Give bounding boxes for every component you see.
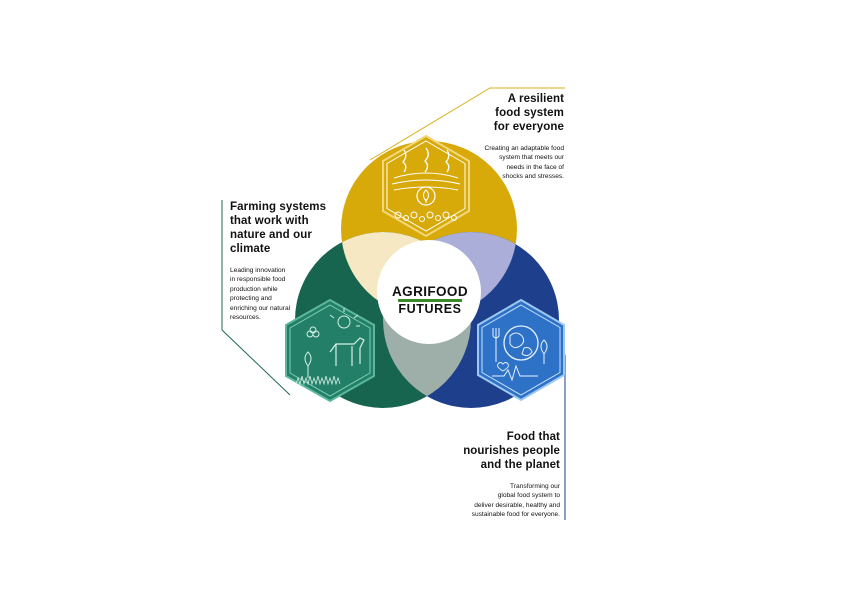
resilience-icon xyxy=(382,134,470,238)
leader-line-farming xyxy=(221,200,291,396)
heading-line: and the planet xyxy=(480,459,560,471)
body-line: protecting and xyxy=(230,295,272,303)
body-line: global food system to xyxy=(497,492,560,500)
nature-farming-icon xyxy=(285,298,375,403)
heading-line: nourishes people xyxy=(463,445,560,457)
section-nourish-body: Transforming our global food system to d… xyxy=(444,482,560,520)
leader-line-resilient xyxy=(369,87,565,161)
center-logo-line1: AGRIFOOD xyxy=(392,284,468,299)
section-resilient: A resilient food system for everyone Cre… xyxy=(460,92,564,182)
center-logo: AGRIFOOD FUTURES xyxy=(380,284,480,317)
body-line: needs in the face of xyxy=(506,163,564,171)
center-logo-line2: FUTURES xyxy=(398,302,462,316)
section-resilient-heading: A resilient food system for everyone xyxy=(460,92,564,134)
body-line: system that meets our xyxy=(499,154,564,162)
heading-line: A resilient xyxy=(507,93,564,105)
body-line: shocks and stresses. xyxy=(502,173,564,181)
body-line: enriching our natural xyxy=(230,304,291,312)
heading-line: Food that xyxy=(506,431,560,443)
body-line: sustainable food for everyone. xyxy=(471,511,560,519)
section-farming-body: Leading innovation in responsible food p… xyxy=(230,266,330,322)
heading-line: nature and our xyxy=(230,229,312,241)
body-line: resources. xyxy=(230,314,261,322)
center-disc xyxy=(377,240,481,344)
body-line: production while xyxy=(230,285,278,293)
body-line: Creating an adaptable food xyxy=(484,145,564,152)
section-farming: Farming systems that work with nature an… xyxy=(230,200,330,322)
section-nourish-heading: Food that nourishes people and the plane… xyxy=(444,430,560,472)
body-line: Transforming our xyxy=(510,483,560,490)
heading-line: Farming systems xyxy=(230,201,327,213)
section-resilient-body: Creating an adaptable food system that m… xyxy=(460,144,564,182)
heading-line: food system xyxy=(495,107,564,119)
heading-line: climate xyxy=(230,243,271,255)
section-nourish: Food that nourishes people and the plane… xyxy=(444,430,560,520)
section-farming-heading: Farming systems that work with nature an… xyxy=(230,200,330,256)
heading-line: for everyone xyxy=(493,121,564,133)
body-line: deliver desirable, healthy and xyxy=(474,501,560,509)
center-logo-underline xyxy=(398,299,462,302)
body-line: Leading innovation xyxy=(230,267,286,274)
nourishment-planet-icon xyxy=(477,298,565,402)
body-line: in responsible food xyxy=(230,276,286,284)
heading-line: that work with xyxy=(230,215,309,227)
